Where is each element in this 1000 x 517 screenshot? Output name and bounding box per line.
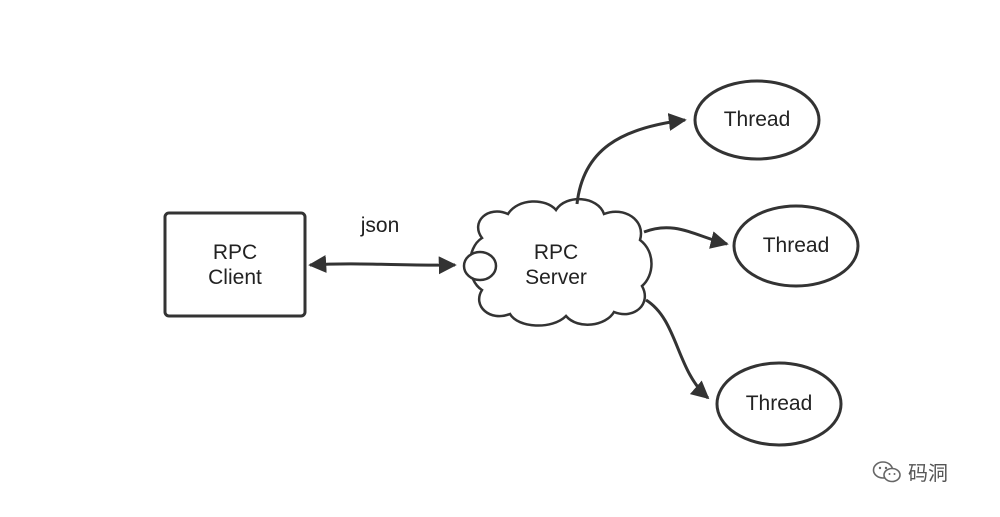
client-box <box>163 211 307 318</box>
arrow-to-thread-2 <box>643 226 729 249</box>
server-label: RPC Server <box>506 240 606 290</box>
server-label-line-1: RPC <box>533 241 579 264</box>
thread-3-label: Thread <box>745 392 813 415</box>
watermark: 码洞 <box>872 457 948 486</box>
thread-3-ellipse <box>715 361 843 447</box>
client-label-line-2: Client <box>208 266 262 290</box>
server-label-line-2: Server <box>525 266 587 290</box>
thread-1-label: Thread <box>723 108 791 131</box>
client-server-connector <box>308 255 457 275</box>
server-cloud <box>468 197 653 327</box>
server-socket <box>462 250 498 282</box>
watermark-text: 码洞 <box>908 461 948 485</box>
arrow-to-thread-3 <box>645 298 710 400</box>
thread-1-ellipse <box>693 79 821 161</box>
arrow-to-thread-1 <box>575 113 687 205</box>
client-label: RPC Client <box>165 240 305 290</box>
connector-label: json <box>360 214 400 237</box>
client-label-line-1: RPC <box>212 241 258 264</box>
thread-2-label: Thread <box>762 234 830 257</box>
thread-2-ellipse <box>732 204 860 288</box>
wechat-icon <box>872 460 901 482</box>
